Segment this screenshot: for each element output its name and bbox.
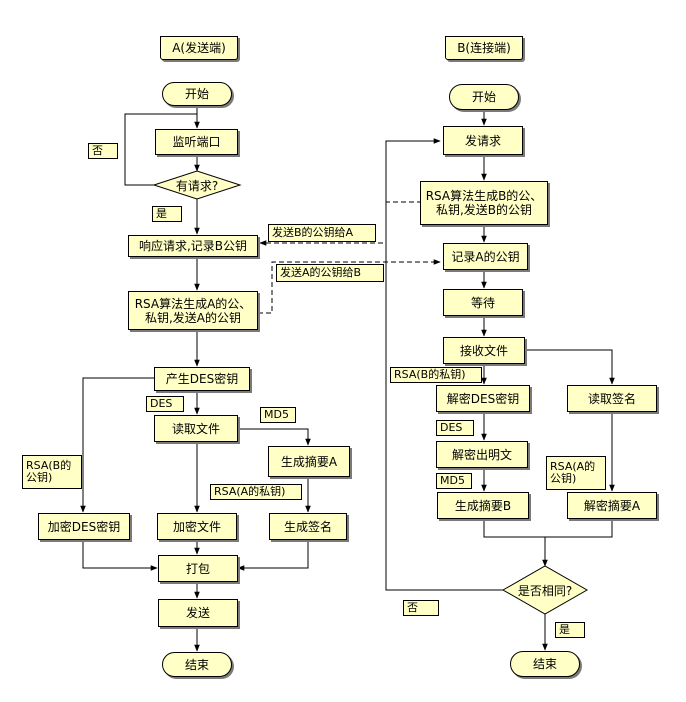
send-text: 发送 (185, 606, 210, 620)
encrypt-file-box: 加密文件 (157, 513, 237, 540)
decrypt-des-key-text: 解密DES密钥 (446, 391, 520, 406)
connector-header-text: B(连接端) (457, 41, 511, 55)
has-request-label: 有请求? (175, 178, 219, 193)
decrypt-plaintext-text: 解密出明文 (451, 447, 512, 462)
encrypt-des-key-box: 加密DES密钥 (38, 513, 130, 540)
send-a-public-key-label: 发送A的公钥给B (276, 264, 384, 282)
generate-des-key-box: 产生DES密钥 (154, 367, 250, 391)
connector-start: 开始 (449, 84, 519, 110)
sender-header: A(发送端) (160, 36, 238, 60)
generate-signature-box: 生成签名 (269, 513, 347, 540)
pack-text: 打包 (185, 561, 210, 576)
read-file-text: 读取文件 (171, 421, 220, 436)
des-tag-right: DES (436, 420, 474, 436)
sender-rsa-keygen-box: RSA算法生成A的公、 私钥,发送A的公钥 (128, 291, 258, 330)
generate-digest-a-text: 生成摘要A (280, 454, 338, 469)
generate-signature-text: 生成签名 (283, 519, 332, 534)
respond-record-text: 响应请求,记录B公钥 (138, 239, 248, 253)
connector-start-text: 开始 (471, 90, 496, 104)
sender-end: 结束 (162, 652, 232, 677)
sender-start: 开始 (162, 82, 232, 106)
wait-text: 等待 (470, 295, 495, 310)
send-b-public-key-label: 发送B的公钥给A (268, 224, 376, 242)
no-request-tag: 否 (88, 143, 118, 159)
connector-end: 结束 (510, 651, 580, 677)
read-signature-text: 读取签名 (587, 391, 636, 406)
sender-rsa-keygen-text: RSA算法生成A的公、 私钥,发送A的公钥 (134, 296, 252, 325)
encrypt-file-text: 加密文件 (172, 519, 221, 534)
yes-request-tag: 是 (152, 206, 182, 222)
record-a-key-text: 记录A的公钥 (451, 249, 520, 264)
decrypt-des-key-box: 解密DES密钥 (436, 385, 530, 412)
decrypt-plaintext-box: 解密出明文 (436, 441, 528, 468)
listen-port-box: 监听端口 (155, 129, 238, 155)
generate-digest-b-text: 生成摘要B (454, 498, 512, 513)
send-box: 发送 (158, 599, 238, 627)
sender-header-text: A(发送端) (172, 41, 226, 55)
sender-end-text: 结束 (184, 657, 209, 672)
same-check-label: 是否相同? (517, 583, 573, 598)
not-same-tag: 否 (403, 600, 439, 616)
record-a-key-box: 记录A的公钥 (443, 243, 528, 270)
wait-box: 等待 (443, 289, 523, 316)
connector-rsa-keygen-text: RSA算法生成B的公、 私钥,发送B的公钥 (425, 189, 543, 217)
rsa-a-private-key-tag: RSA(A的私钥) (210, 484, 302, 500)
connector-end-text: 结束 (532, 657, 557, 671)
rsa-b-private-key-tag: RSA(B的私钥) (390, 367, 482, 383)
connector-rsa-keygen-box: RSA算法生成B的公、 私钥,发送B的公钥 (420, 181, 548, 225)
connector-header: B(连接端) (445, 36, 523, 60)
request-check-diamond (152, 170, 242, 200)
read-file-box: 读取文件 (154, 415, 238, 442)
sender-start-text: 开始 (184, 87, 209, 101)
send-request-box: 发请求 (443, 126, 523, 155)
listen-port-text: 监听端口 (172, 135, 221, 149)
receive-file-text: 接收文件 (459, 343, 508, 358)
pack-box: 打包 (158, 555, 238, 582)
generate-digest-b-box: 生成摘要B (437, 492, 529, 519)
rsa-a-public-key-tag: RSA(A的 公钥) (546, 456, 606, 490)
receive-file-box: 接收文件 (443, 337, 525, 364)
send-request-text: 发请求 (464, 133, 501, 148)
generate-digest-a-box: 生成摘要A (268, 446, 350, 477)
same-tag: 是 (555, 622, 585, 638)
decrypt-digest-a-box: 解密摘要A (567, 492, 657, 519)
encrypt-des-key-text: 加密DES密钥 (47, 519, 121, 534)
read-signature-box: 读取签名 (567, 385, 657, 412)
generate-des-key-text: 产生DES密钥 (165, 372, 239, 386)
rsa-b-public-key-tag: RSA(B的 公钥) (22, 455, 82, 489)
md5-tag-left: MD5 (260, 407, 296, 423)
respond-record-b-key-box: 响应请求,记录B公钥 (128, 235, 258, 257)
compare-diamond (501, 565, 589, 615)
decrypt-digest-a-text: 解密摘要A (583, 498, 641, 513)
md5-tag-right: MD5 (436, 473, 472, 489)
des-tag-left: DES (146, 396, 184, 412)
